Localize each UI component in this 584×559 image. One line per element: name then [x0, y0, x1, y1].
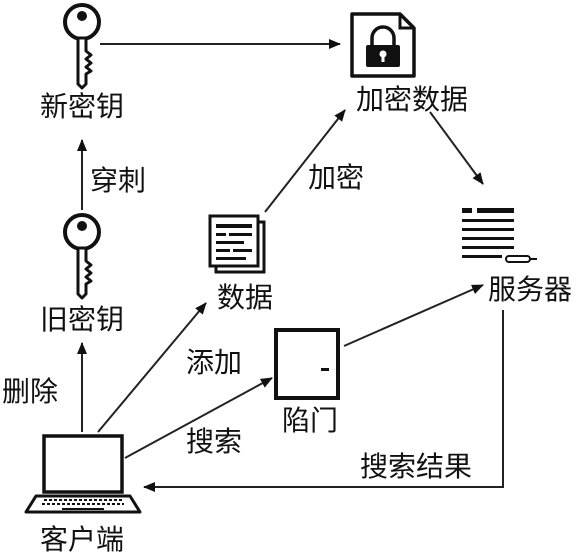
edge-data-to-encrypted: [264, 109, 346, 213]
document-stack-icon: [208, 214, 266, 274]
edge-client-to-trapdoor: [124, 377, 273, 459]
node-label-encrypted-data: 加密数据: [356, 83, 468, 116]
edge-label-delete: 删除: [2, 375, 58, 408]
node-label-trapdoor: 陷门: [282, 404, 338, 437]
old-key-icon: [63, 213, 101, 300]
laptop-icon: [24, 434, 142, 514]
new-key-icon: [63, 3, 101, 90]
edge-label-encrypt: 加密: [308, 161, 364, 194]
edge-label-puncture: 穿刺: [90, 164, 146, 197]
node-label-data: 数据: [217, 281, 273, 314]
edge-label-search: 搜索: [186, 425, 242, 458]
node-label-old-key: 旧密钥: [40, 303, 124, 336]
edge-server-to-client: [143, 310, 504, 492]
locked-file-icon: [350, 12, 416, 78]
door-icon: [274, 328, 340, 400]
node-label-server: 服务器: [488, 273, 572, 306]
server-list-icon: [462, 208, 537, 263]
edge-encrypted-to-server: [429, 111, 484, 185]
edge-label-search-results: 搜索结果: [360, 450, 472, 483]
node-label-new-key: 新密钥: [40, 90, 124, 123]
node-label-client: 客户端: [40, 523, 124, 556]
edge-label-add: 添加: [186, 346, 242, 379]
edge-client-to-data: [97, 302, 207, 433]
edge-trapdoor-to-server: [343, 284, 484, 347]
